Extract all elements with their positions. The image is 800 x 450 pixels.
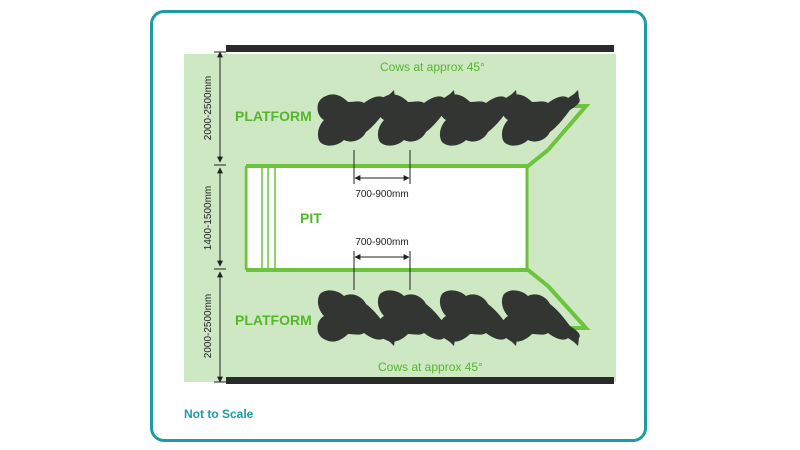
wall-bottom	[226, 377, 614, 384]
cows-top-label: Cows at approx 45°	[380, 60, 485, 74]
spacing-label-bottom: 700-900mm	[355, 237, 408, 248]
pit-label: PIT	[300, 210, 322, 226]
wall-top	[226, 45, 614, 52]
dim-label-pit: 1400-1500mm	[203, 186, 214, 250]
cows-bottom-label: Cows at approx 45°	[378, 360, 483, 374]
spacing-label-top: 700-900mm	[355, 189, 408, 200]
not-to-scale-note: Not to Scale	[184, 407, 254, 421]
dim-label-platform-top: 2000-2500mm	[203, 76, 214, 140]
pit-end-area	[528, 166, 616, 270]
dim-label-platform-bottom: 2000-2500mm	[203, 294, 214, 358]
platform-bottom-label: PLATFORM	[235, 312, 312, 328]
platform-top-label: PLATFORM	[235, 108, 312, 124]
pit-area	[244, 168, 526, 268]
pit-side-area	[184, 166, 244, 270]
